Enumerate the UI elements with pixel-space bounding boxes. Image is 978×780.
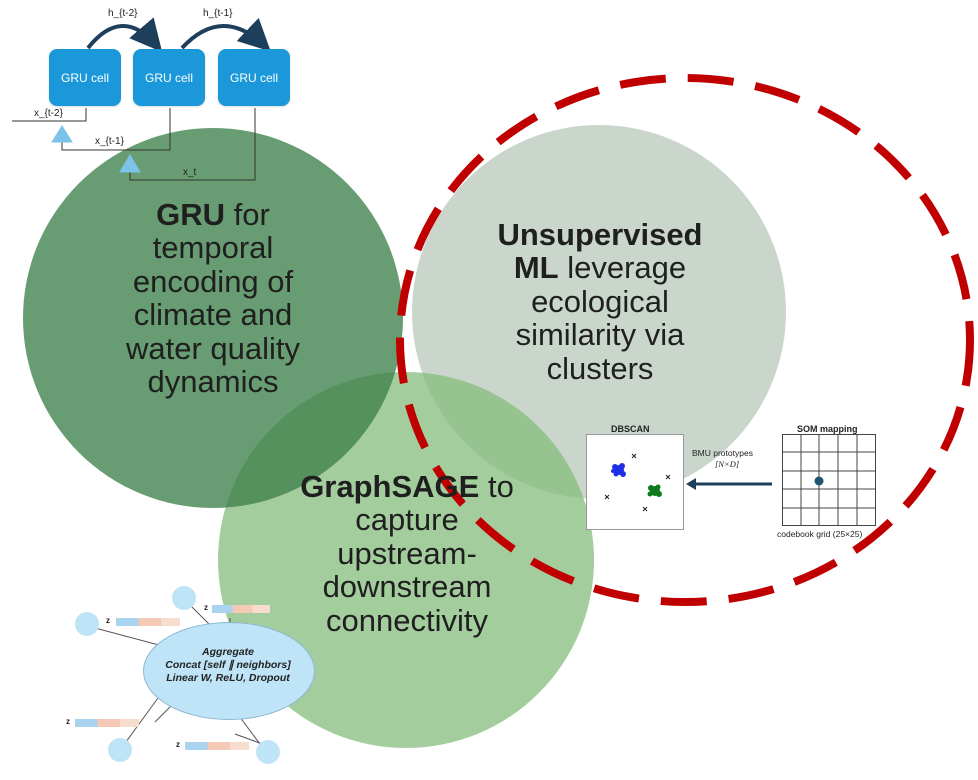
bmu-sublabel: [N×D] bbox=[715, 459, 740, 469]
dbscan-title: DBSCAN bbox=[611, 424, 650, 434]
input-label-2: x_{t-1} bbox=[95, 136, 124, 147]
input-label-3: x_t bbox=[183, 167, 197, 178]
som-title: SOM mapping bbox=[797, 424, 858, 434]
graphsage-edges bbox=[75, 586, 280, 764]
gru-cell-1: GRU cell bbox=[49, 49, 121, 106]
grid-caption: codebook grid (25×25) bbox=[777, 529, 863, 539]
bmu-label: BMU prototypes bbox=[692, 448, 753, 458]
gru-connectors bbox=[12, 17, 271, 181]
gru-circle bbox=[23, 128, 403, 508]
dbscan-plot bbox=[604, 453, 671, 512]
gru-circle-text: GRU for temporal encoding of climate and… bbox=[125, 197, 301, 400]
bmu-arrow bbox=[686, 478, 772, 490]
dbscan-panel bbox=[586, 434, 684, 530]
hidden-label-2: h_{t-1} bbox=[203, 8, 233, 19]
aggregate-label: Aggregate Concat [self ∥ neighbors] Line… bbox=[165, 646, 291, 685]
gru-cell-3: GRU cell bbox=[218, 49, 290, 106]
gru-cell-2: GRU cell bbox=[133, 49, 205, 106]
graphsage-circle-text: GraphSAGE to capture upstream- downstrea… bbox=[300, 469, 514, 638]
input-label-1: x_{t-2} bbox=[34, 108, 63, 119]
unsupervised-circle-text: Unsupervised ML leverage ecological simi… bbox=[497, 217, 703, 386]
aggregate-node bbox=[143, 622, 315, 720]
hidden-label-1: h_{t-2} bbox=[108, 8, 138, 19]
som-grid bbox=[782, 434, 876, 526]
